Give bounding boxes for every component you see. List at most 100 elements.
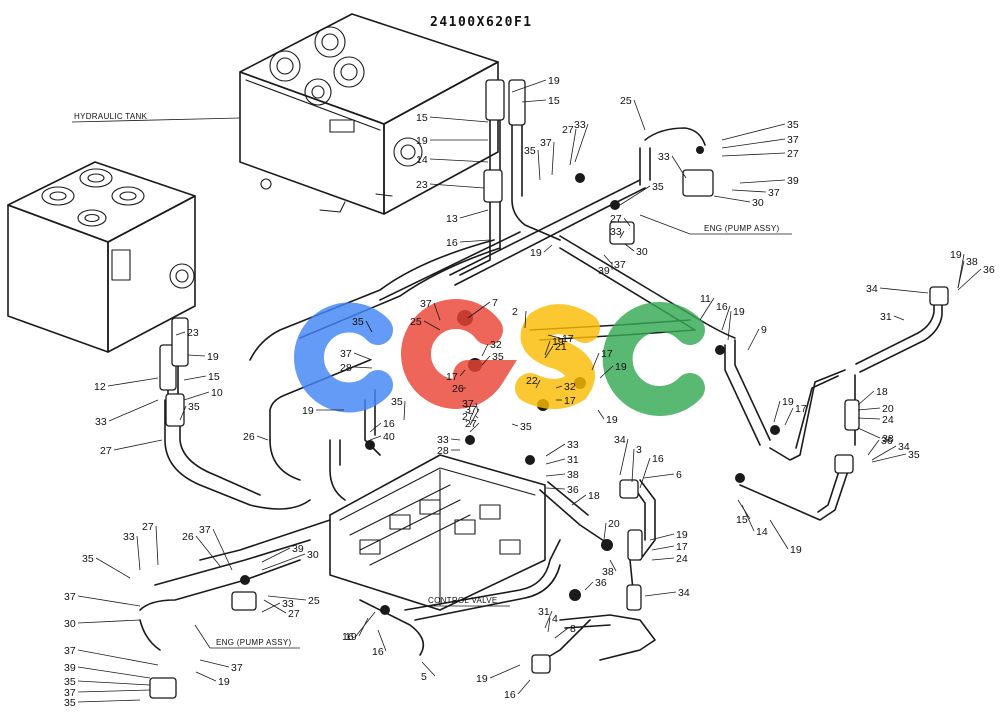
callout-number: 35 [787,119,799,131]
callout-leader [179,405,187,421]
callout-number: 37 [64,687,76,699]
callout-leader [450,438,461,441]
callout-leader [713,195,751,203]
callout-leader [467,301,491,319]
callout-number: 37 [420,298,432,310]
callout-number: 14 [416,154,428,166]
callout-leader [639,457,651,489]
callout-leader [624,243,635,252]
callout-number: 33 [574,119,586,131]
callout-leader [113,439,163,451]
callout-leader [651,545,675,551]
callout-leader [545,458,566,465]
callout-leader [183,375,207,381]
callout-number: 6 [676,469,682,481]
callout-leader [545,487,566,490]
callout-number: 17 [562,333,574,345]
callout-number: 33 [437,434,449,446]
callout-leader [511,423,519,427]
callout-leader [95,557,131,579]
callout-number: 35 [908,449,920,461]
callout-number: 3 [636,444,642,456]
callout-number: 16 [716,301,728,313]
callout-leader [155,525,159,566]
callout-number: 16 [342,631,354,643]
callout-number: 17 [446,371,458,383]
callout-leader [77,619,141,624]
callout-leader [739,179,786,184]
callout-leader [183,391,210,401]
callout-leader [619,185,651,206]
caption-control-valve: CONTROL VALVE [428,596,498,605]
callout-number: 17 [564,395,576,407]
callout-leader [871,445,897,461]
callout-leader [481,343,489,357]
callout-number: 36 [567,484,579,496]
callout-number: 15 [548,95,560,107]
callout-leader [365,320,373,333]
callout-number: 33 [567,439,579,451]
hydraulic-tank-left [7,161,196,353]
callout-number: 27 [562,124,574,136]
callout-number: 30 [307,549,319,561]
callout-leader [537,149,541,181]
callout-leader [353,366,373,369]
callout-number: 35 [520,421,532,433]
callout-leader [261,602,281,613]
callout-leader [551,141,555,176]
callout-number: 17 [795,403,807,415]
callout-leader [469,408,480,426]
callout-leader [671,155,687,179]
callout-leader [429,183,485,189]
callout-number: 24 [882,414,894,426]
callout-number: 23 [416,179,428,191]
callout-leader [547,334,561,339]
callout-leader [619,230,625,239]
callout-number: 37 [64,591,76,603]
callout-number: 35 [64,697,76,709]
callout-leader [195,671,217,682]
callout-number: 11 [700,293,711,305]
callout-number: 35 [82,553,94,565]
callout-number: 7 [492,297,498,309]
callout-leader [544,340,551,356]
callout-number: 38 [882,433,894,445]
callout-leader [584,581,594,591]
callout-leader [377,629,387,652]
callout-number: 37 [787,134,799,146]
callout-leader [475,415,479,419]
callout-leader [727,310,732,341]
callout-leader [77,689,151,693]
callout-number: 38 [602,566,614,578]
callout-number: 16 [504,689,516,701]
callout-number: 19 [476,673,488,685]
callout-number: 19 [606,414,618,426]
callout-leader [545,443,566,457]
callout-number: 27 [462,411,474,423]
callout-number: 38 [567,469,579,481]
callout-leader [511,79,547,93]
callout-number: 20 [882,403,894,415]
callout-number: 37 [340,348,352,360]
callout-leader [857,390,875,406]
callout-number: 18 [588,490,600,502]
callout-leader [699,297,715,321]
callout-number: 28 [340,362,352,374]
callout-leader [741,504,755,532]
callout-number: 30 [636,246,648,258]
callout-leader [108,399,159,422]
callout-leader [521,99,547,103]
callout-number: 10 [211,387,223,399]
callout-leader [857,427,881,439]
callout-leader [77,666,151,679]
callout-number: 35 [492,351,504,363]
callout-number: 33 [123,531,135,543]
callout-number: 32 [564,381,576,393]
callout-number: 36 [881,435,893,447]
callout-leader [459,239,491,243]
callout-number: 31 [538,606,550,618]
callout-number: 39 [292,543,304,555]
callout-number: 34 [614,434,626,446]
callout-number: 35 [352,316,364,328]
